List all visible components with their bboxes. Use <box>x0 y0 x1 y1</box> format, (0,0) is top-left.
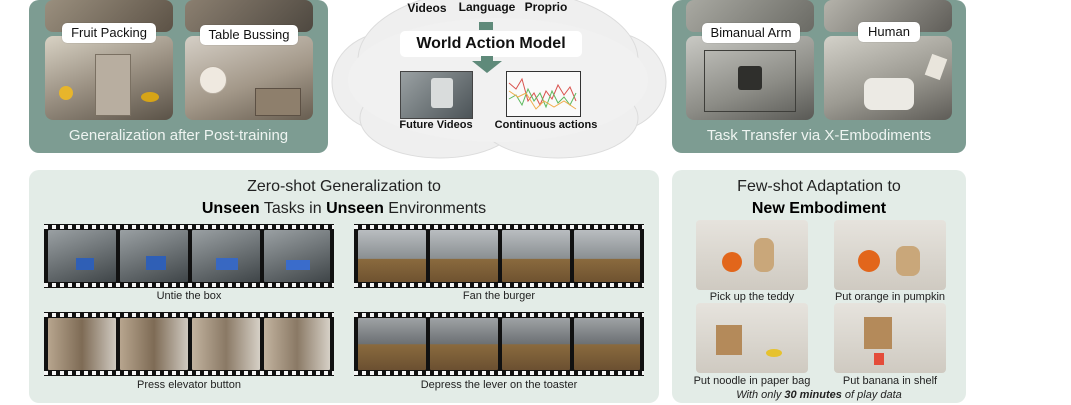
input-videos-label: Videos <box>407 1 447 15</box>
film-frame <box>430 318 498 370</box>
untie-box-label: Untie the box <box>156 290 222 302</box>
few-shot-panel: Few-shot Adaptation to New Embodiment Pi… <box>672 170 966 403</box>
x-embodiment-panel: Bimanual Arm Human Task Transfer via X-E… <box>672 0 966 153</box>
elevator-button-label: Press elevator button <box>137 379 241 391</box>
fruit-packing-photo <box>45 36 173 120</box>
input-arrow <box>479 22 493 30</box>
film-frame <box>574 230 640 282</box>
world-action-model-box: World Action Model <box>400 31 582 57</box>
input-proprio-label: Proprio <box>524 0 568 14</box>
few-shot-title-line2: New Embodiment <box>751 200 887 217</box>
film-frame <box>574 318 640 370</box>
fan-burger-label: Fan the burger <box>462 290 536 302</box>
human-label: Human <box>858 22 920 42</box>
play-data-note: With only 30 minutes of play data <box>736 389 902 401</box>
film-frame <box>192 230 260 282</box>
continuous-actions-label: Continuous actions <box>494 119 598 131</box>
post-training-caption: Generalization after Post-training <box>68 127 289 144</box>
future-videos-label: Future Videos <box>399 119 473 131</box>
zero-shot-title: Zero-shot Generalization to Unseen Tasks… <box>29 176 659 220</box>
bimanual-arm-label: Bimanual Arm <box>702 23 800 43</box>
film-frame <box>430 230 498 282</box>
output-arrow <box>472 56 502 73</box>
film-frame <box>502 230 570 282</box>
elevator-button-filmstrip <box>44 312 334 376</box>
banana-shelf-photo <box>834 303 946 373</box>
film-frame <box>120 230 188 282</box>
continuous-actions-plot <box>506 71 581 117</box>
orange-in-pumpkin-photo <box>834 220 946 290</box>
film-frame <box>358 318 426 370</box>
table-bussing-photo <box>185 36 313 120</box>
noodle-paper-bag-label: Put noodle in paper bag <box>693 375 811 387</box>
pick-up-teddy-photo <box>696 220 808 290</box>
fan-burger-filmstrip <box>354 224 644 288</box>
film-frame <box>192 318 260 370</box>
x-embodiment-caption: Task Transfer via X-Embodiments <box>706 127 932 144</box>
film-frame <box>264 318 330 370</box>
film-frame <box>264 230 330 282</box>
film-frame <box>358 230 426 282</box>
film-frame <box>120 318 188 370</box>
toaster-lever-filmstrip <box>354 312 644 376</box>
human-photo <box>824 36 952 120</box>
pick-up-teddy-label: Pick up the teddy <box>709 291 795 303</box>
noodle-paper-bag-photo <box>696 303 808 373</box>
table-bussing-label: Table Bussing <box>200 25 298 45</box>
film-frame <box>48 318 116 370</box>
post-training-panel: Fruit Packing Table Bussing Generalizati… <box>29 0 328 153</box>
few-shot-title-line1: Few-shot Adaptation to <box>737 178 901 195</box>
fruit-packing-label: Fruit Packing <box>62 23 156 43</box>
film-frame <box>502 318 570 370</box>
untie-box-filmstrip <box>44 224 334 288</box>
zero-shot-title-line1: Zero-shot Generalization to <box>247 178 441 195</box>
zero-shot-title-line2: Unseen Tasks in Unseen Environments <box>201 200 487 217</box>
cloud-shape <box>331 0 667 159</box>
zero-shot-panel: Zero-shot Generalization to Unseen Tasks… <box>29 170 659 403</box>
few-shot-title: Few-shot Adaptation to New Embodiment <box>672 176 966 220</box>
input-language-label: Language <box>458 0 516 14</box>
toaster-lever-label: Depress the lever on the toaster <box>420 379 578 391</box>
film-frame <box>48 230 116 282</box>
orange-in-pumpkin-label: Put orange in pumpkin <box>834 291 946 303</box>
future-videos-thumbnail <box>400 71 473 119</box>
banana-shelf-label: Put banana in shelf <box>842 375 938 387</box>
bimanual-arm-photo <box>686 36 814 120</box>
